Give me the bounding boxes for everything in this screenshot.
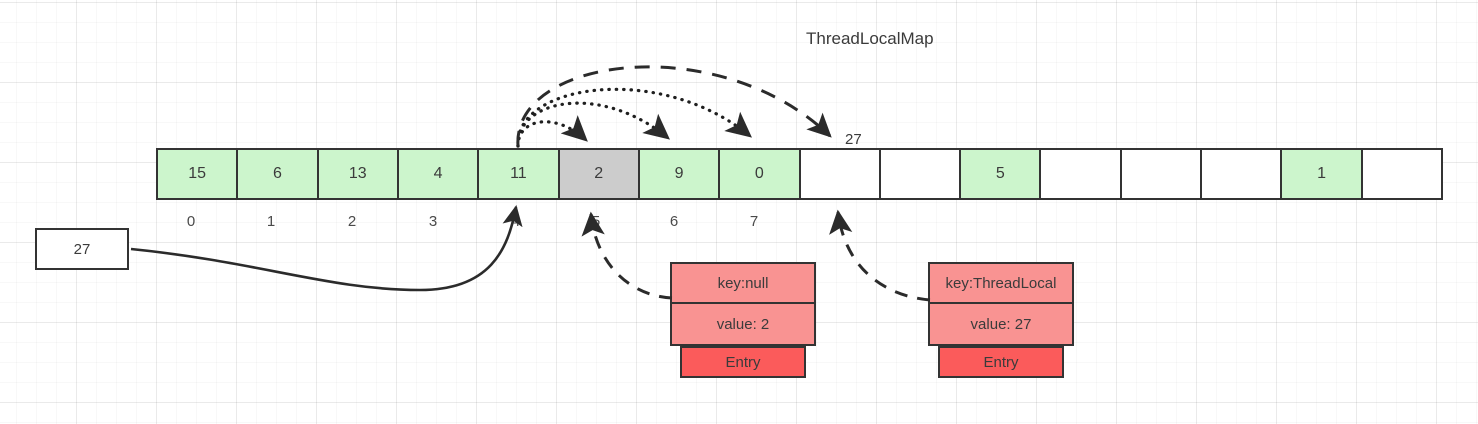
array-cell-8[interactable] (800, 150, 881, 198)
array-cell-3[interactable]: 4 (398, 150, 480, 198)
array-cell-3-value: 4 (433, 165, 443, 182)
array-cell-1[interactable]: 6 (238, 150, 319, 198)
array-index-1: 1 (266, 213, 276, 230)
array-cell-6[interactable]: 9 (639, 150, 721, 198)
live-entry-footer: Entry (938, 346, 1064, 378)
array-cell-7-value: 0 (754, 165, 764, 182)
array-index-3: 3 (428, 213, 438, 230)
array-index-5: 5 (591, 213, 601, 230)
hash-arrow-label: 27 (845, 131, 862, 148)
array-index-7: 7 (749, 213, 759, 230)
array-index-2: 2 (347, 213, 357, 230)
array-index-4: 4 (511, 213, 521, 230)
array-cell-5[interactable]: 2 (559, 150, 640, 198)
connector-cell4-to-cell5 (516, 115, 588, 148)
array-cell-11[interactable] (1041, 150, 1122, 198)
stale-entry-key: key:null (670, 262, 816, 304)
array-cell-10-value: 5 (995, 165, 1005, 182)
array-cell-4[interactable]: 11 (479, 150, 560, 198)
diagram-title: ThreadLocalMap (806, 29, 934, 48)
array-cell-0[interactable]: 15 (158, 150, 239, 198)
array-index-0: 0 (186, 213, 196, 230)
array-cell-9[interactable] (880, 150, 962, 198)
array-cell-12[interactable] (1121, 150, 1203, 198)
array-cell-0-value: 15 (188, 165, 207, 182)
array-cell-15[interactable] (1362, 150, 1441, 198)
array-cell-7[interactable]: 0 (720, 150, 801, 198)
array-cell-14-value: 1 (1317, 165, 1326, 182)
array-cell-10[interactable]: 5 (961, 150, 1042, 198)
live-entry-value: value: 27 (928, 304, 1074, 346)
threadlocalmap-array: 15 6 13 4 11 2 9 0 5 1 (156, 148, 1443, 200)
stale-entry-value: value: 2 (670, 304, 816, 346)
array-cell-14[interactable]: 1 (1282, 150, 1363, 198)
live-entry-key: key:ThreadLocal (928, 262, 1074, 304)
stale-entry-footer: Entry (680, 346, 806, 378)
connector-cell4-to-cell6 (516, 101, 670, 148)
source-box-label: 27 (73, 240, 91, 258)
connector-cell4-to-cell7 (516, 87, 752, 148)
connector-cell4-to-cell8 (516, 65, 832, 147)
array-cell-2-value: 13 (348, 165, 367, 182)
array-cell-2[interactable]: 13 (318, 150, 399, 198)
array-cell-4-value: 11 (510, 165, 527, 182)
array-cell-13[interactable] (1202, 150, 1283, 198)
connector-live-entry-to-cell8 (829, 209, 931, 302)
array-cell-1-value: 6 (273, 165, 282, 182)
array-index-6: 6 (669, 213, 679, 230)
stale-entry-card[interactable]: key:null value: 2 Entry (670, 262, 816, 378)
live-entry-card[interactable]: key:ThreadLocal value: 27 Entry (928, 262, 1074, 378)
source-box-27[interactable]: 27 (35, 228, 129, 270)
array-cell-6-value: 9 (674, 165, 684, 182)
array-cell-5-value: 2 (594, 165, 604, 182)
